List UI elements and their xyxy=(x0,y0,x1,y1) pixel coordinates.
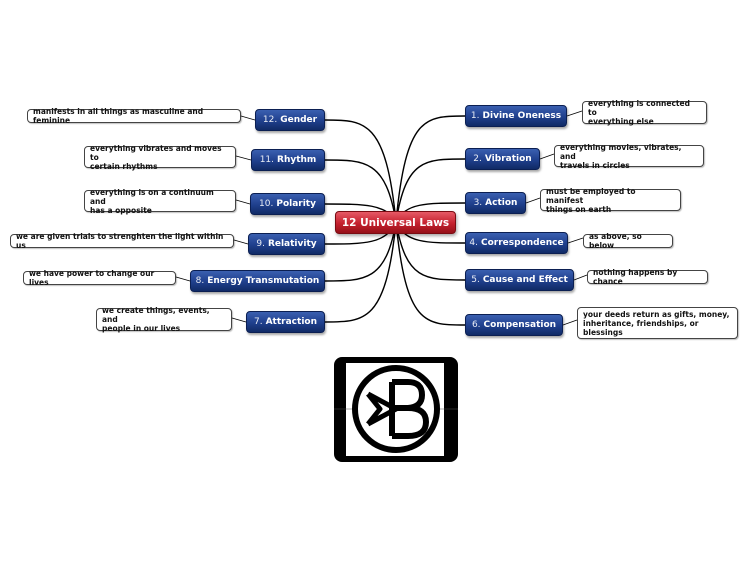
connector-line xyxy=(231,317,247,323)
connector-line xyxy=(240,115,256,121)
law-number: 3. xyxy=(473,198,483,208)
connector-line xyxy=(233,239,249,245)
note-line: everything movies, vibrates, and xyxy=(560,142,682,161)
connector-line xyxy=(395,221,466,281)
note-line: has a opposite xyxy=(90,205,152,215)
connector-line xyxy=(562,319,578,326)
law-note-correspondence[interactable]: as above, so below xyxy=(583,232,673,250)
law-note-cause-and-effect[interactable]: nothing happens by chance xyxy=(587,268,708,286)
connector-line xyxy=(175,276,191,282)
note-line: we create things, events, and xyxy=(102,306,210,324)
law-name: Divine Oneness xyxy=(482,111,562,121)
law-node-gender[interactable]: 12. Gender xyxy=(255,109,325,131)
note-line: travels in circles xyxy=(560,160,630,170)
note-line: manifests in all things as masculine and… xyxy=(33,107,204,125)
note-line: your deeds return as gifts, money, xyxy=(583,309,730,319)
connector-line xyxy=(324,221,397,323)
law-name: Attraction xyxy=(265,317,317,327)
law-node-correspondence[interactable]: 4. Correspondence xyxy=(465,232,568,254)
law-node-compensation[interactable]: 6. Compensation xyxy=(465,314,563,336)
law-number: 2. xyxy=(473,154,482,164)
law-name: Correspondence xyxy=(481,238,564,248)
law-node-polarity[interactable]: 10. Polarity xyxy=(250,193,325,215)
note-line: everything is on a continuum and xyxy=(90,187,214,206)
law-name: Action xyxy=(485,198,518,208)
note-line: nothing happens by chance xyxy=(593,268,678,286)
law-note-energy-transmutation[interactable]: we have power to change our lives xyxy=(23,269,176,287)
connector-line xyxy=(324,221,397,282)
law-note-relativity[interactable]: we are given trials to strenghten the li… xyxy=(10,232,234,250)
central-topic[interactable]: 12 Universal Laws xyxy=(335,211,456,234)
law-number: 1. xyxy=(470,111,480,121)
connector-line xyxy=(324,119,397,223)
central-topic-label: 12 Universal Laws xyxy=(341,216,450,229)
connector-line xyxy=(539,153,555,160)
note-line: must be employed to manifest xyxy=(546,186,636,205)
law-node-rhythm[interactable]: 11. Rhythm xyxy=(251,149,325,171)
law-number: 5. xyxy=(471,275,480,285)
note-line: inheritance, friendships, or xyxy=(583,318,699,328)
law-number: 11. xyxy=(259,155,275,165)
law-name: Gender xyxy=(280,115,318,125)
law-node-relativity[interactable]: 9. Relativity xyxy=(248,233,325,255)
law-name: Rhythm xyxy=(277,155,317,165)
law-number: 7. xyxy=(254,317,263,327)
law-name: Polarity xyxy=(276,199,316,209)
law-node-divine-oneness[interactable]: 1. Divine Oneness xyxy=(465,105,567,127)
law-node-attraction[interactable]: 7. Attraction xyxy=(246,311,325,333)
connector-line xyxy=(395,115,466,223)
law-name: Relativity xyxy=(267,239,317,249)
connector-line xyxy=(567,237,584,244)
law-name: Cause and Effect xyxy=(482,275,568,285)
note-line: everything vibrates and moves to xyxy=(90,143,222,162)
connector-line xyxy=(395,158,466,223)
law-number: 4. xyxy=(469,238,479,248)
note-line: people in our lives xyxy=(102,324,181,333)
mb-monogram-icon xyxy=(334,365,458,453)
connector-line xyxy=(573,274,588,281)
law-node-energy-transmutation[interactable]: 8. Energy Transmutation xyxy=(190,270,325,292)
law-name: Compensation xyxy=(483,320,557,330)
law-name: Energy Transmutation xyxy=(207,276,320,286)
connector-line xyxy=(566,110,583,117)
law-node-cause-and-effect[interactable]: 5. Cause and Effect xyxy=(465,269,574,291)
note-line: everything else xyxy=(588,117,654,126)
law-number: 8. xyxy=(195,276,205,286)
connector-line xyxy=(525,197,541,204)
connector-line xyxy=(324,159,397,223)
note-line: as above, so below xyxy=(589,232,642,250)
law-number: 9. xyxy=(256,239,265,249)
note-line: certain rhythms xyxy=(90,161,158,171)
note-line: everything is connected to xyxy=(588,99,690,117)
note-line: we have power to change our lives xyxy=(29,269,155,287)
connector-line xyxy=(235,199,251,205)
law-number: 6. xyxy=(471,320,481,330)
connector-line xyxy=(235,155,252,161)
law-node-vibration[interactable]: 2. Vibration xyxy=(465,148,540,170)
note-line: blessings xyxy=(583,327,623,337)
law-number: 12. xyxy=(262,115,278,125)
law-number: 10. xyxy=(259,199,274,209)
connector-line xyxy=(395,221,466,326)
law-name: Vibration xyxy=(484,154,532,164)
note-line: we are given trials to strenghten the li… xyxy=(16,232,224,250)
law-node-action[interactable]: 3. Action xyxy=(465,192,526,214)
note-line: things on earth xyxy=(546,204,612,214)
law-note-compensation[interactable]: your deeds return as gifts, money,inheri… xyxy=(577,307,738,339)
law-note-gender[interactable]: manifests in all things as masculine and… xyxy=(27,107,241,125)
